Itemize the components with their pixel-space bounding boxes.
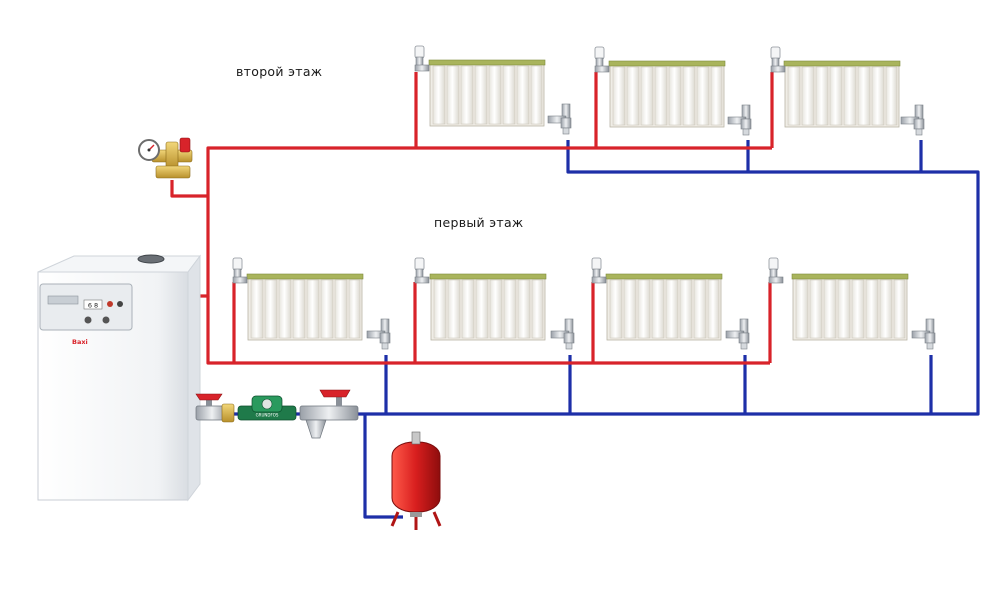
thermostatic-valve-icon	[591, 257, 607, 284]
label-first-floor: первый этаж	[434, 215, 524, 230]
ball-valve-1-icon	[195, 393, 235, 423]
radiator-upper-3	[770, 46, 925, 136]
return-valve-icon	[547, 103, 572, 135]
return-valve-icon	[727, 104, 752, 136]
thermostatic-valve-icon	[770, 46, 786, 73]
supply-lower-main	[206, 296, 770, 365]
boiler-brand-logo: Baxi	[72, 338, 88, 346]
thermostatic-valve-icon	[414, 257, 430, 284]
radiator-upper-2	[594, 46, 752, 136]
safety-group-pipe	[170, 180, 208, 198]
return-main-pipe	[190, 140, 980, 416]
supply-pipes	[170, 72, 774, 365]
radiator-lower-2	[414, 257, 575, 350]
circulation-pump-icon: GRUNDFOS	[237, 395, 297, 421]
boiler-display-value: 6 8	[88, 302, 98, 310]
safety-group-icon	[138, 137, 193, 179]
thermostatic-valve-icon	[232, 257, 248, 284]
boiler-display	[83, 299, 103, 310]
radiator-upper-1	[414, 45, 572, 135]
boiler: 6 8 Baxi	[37, 254, 201, 502]
return-valve-icon	[366, 318, 391, 350]
return-pipes	[190, 140, 980, 519]
radiator-lower-1	[232, 257, 391, 350]
pump-label: GRUNDFOS	[256, 413, 279, 418]
thermostatic-valve-icon	[594, 46, 610, 73]
thermostatic-valve-icon	[414, 45, 430, 72]
radiator-lower-3	[591, 257, 750, 350]
return-valve-icon	[900, 104, 925, 136]
ball-valve-filter-icon	[299, 389, 359, 439]
return-valve-icon	[725, 318, 750, 350]
tank-connection-pipe	[363, 414, 403, 519]
return-valve-icon	[550, 318, 575, 350]
radiator-lower-4	[768, 257, 936, 350]
label-second-floor: второй этаж	[236, 64, 323, 79]
expansion-tank-icon	[390, 431, 442, 530]
thermostatic-valve-icon	[768, 257, 784, 284]
return-valve-icon	[911, 318, 936, 350]
